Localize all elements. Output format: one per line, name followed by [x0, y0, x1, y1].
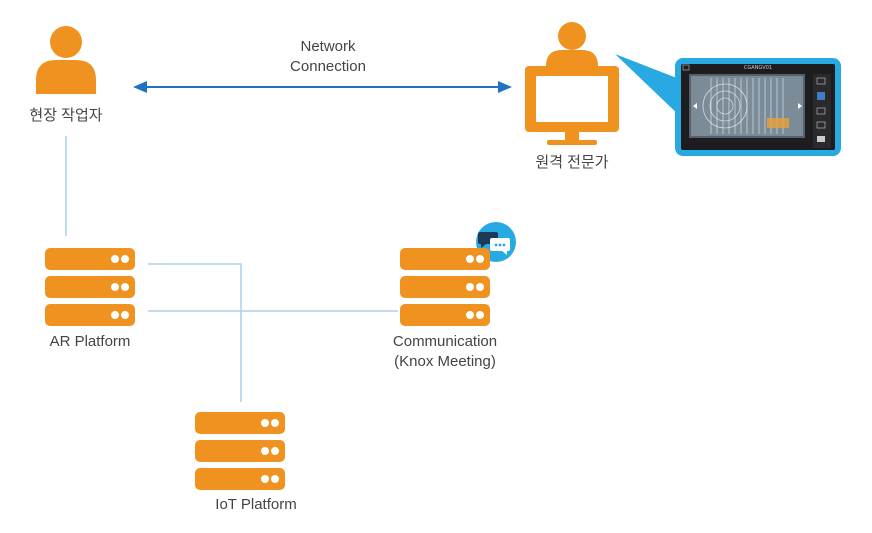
- communication-label-line1: Communication: [392, 333, 498, 350]
- server-unit: [195, 440, 285, 462]
- network-label-line2: Connection: [290, 58, 366, 75]
- ar-view-image: [682, 64, 831, 148]
- field-worker-label: 현장 작업자: [29, 107, 103, 124]
- tablet-screen-title: CGANGV01: [743, 65, 773, 71]
- tablet-screen: CGANGV01: [681, 64, 835, 150]
- ar-platform-label: AR Platform: [49, 333, 131, 350]
- communication-label-line2: (Knox Meeting): [394, 353, 496, 370]
- server-unit: [195, 468, 285, 490]
- server-unit: [195, 412, 285, 434]
- server-unit: [45, 276, 135, 298]
- field-worker-person-icon: [36, 26, 96, 94]
- server-unit: [400, 248, 490, 270]
- server-unit: [400, 304, 490, 326]
- network-label-line1: Network: [300, 38, 356, 55]
- remote-expert-person-icon: [546, 22, 598, 66]
- network-connection-arrow: [133, 81, 512, 93]
- server-unit: [45, 304, 135, 326]
- iot-platform-label: IoT Platform: [215, 496, 297, 513]
- screen-callout-pointer: [615, 54, 682, 118]
- server-unit: [400, 276, 490, 298]
- monitor-icon: [525, 66, 619, 145]
- tablet-screenshot: CGANGV01: [675, 58, 841, 156]
- ar-to-iot-connector: [148, 263, 242, 402]
- remote-expert-label: 원격 전문가: [535, 154, 609, 171]
- server-unit: [45, 248, 135, 270]
